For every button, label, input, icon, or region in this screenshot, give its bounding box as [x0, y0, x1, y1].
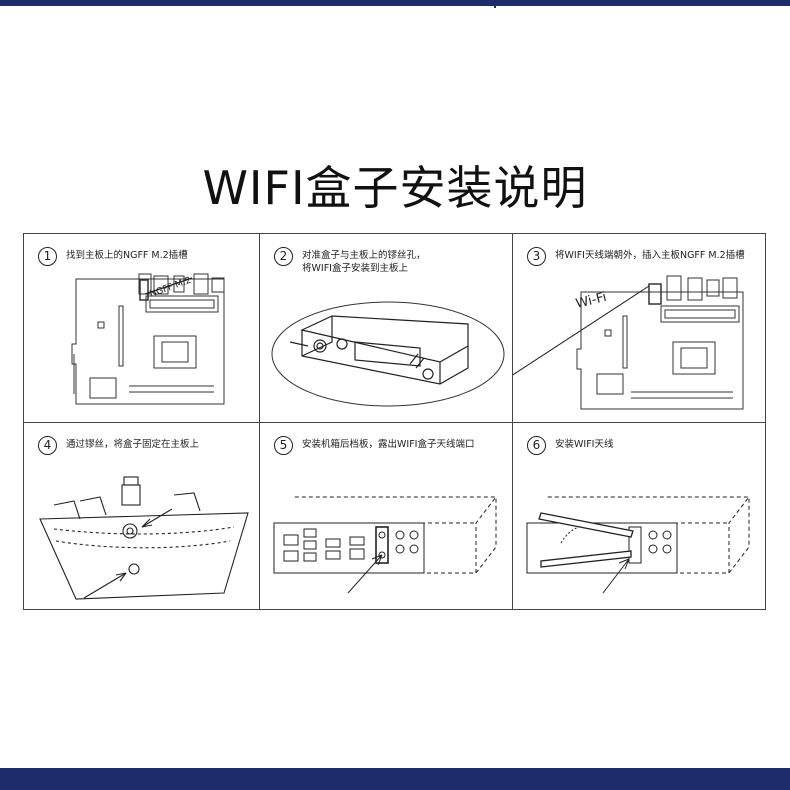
- motherboard-slot-illustration: NGFF M.2: [71, 273, 225, 405]
- step-5-panel: 5 安装机箱后档板，露出WIFI盒子天线端口: [260, 423, 512, 611]
- step-6-text: 安装WIFI天线: [555, 439, 614, 450]
- step-1-text: 找到主板上的NGFF M.2插槽: [66, 250, 188, 261]
- antenna-install-illustration: [526, 496, 750, 594]
- screw-fixing-illustration: [39, 476, 249, 600]
- step-2-caption: 2 对准盒子与主板上的镠丝孔， 将WIFI盒子安装到主板上: [274, 247, 426, 275]
- grid-divider: [24, 422, 765, 423]
- instruction-grid: NGFF M.2 1 找到主板上的NGFF M.2插槽: [23, 233, 766, 610]
- step-6-panel: 6 安装WIFI天线: [513, 423, 767, 611]
- wifi-box-illustration: [271, 301, 505, 407]
- io-shield-illustration: [273, 496, 497, 594]
- wifi-insert-illustration: Wi-Fi: [513, 275, 744, 410]
- step-1-panel: NGFF M.2 1 找到主板上的NGFF M.2插槽: [24, 234, 259, 422]
- step-6-caption: 6 安装WIFI天线: [527, 436, 613, 455]
- step-3-caption: 3 将WIFI天线端朝外，插入主板NGFF M.2插槽: [527, 247, 745, 266]
- step-2-text-line-1: 对准盒子与主板上的镠丝孔，: [302, 250, 426, 261]
- step-3-text: 将WIFI天线端朝外，插入主板NGFF M.2插槽: [555, 250, 745, 261]
- step-2-panel: 2 对准盒子与主板上的镠丝孔， 将WIFI盒子安装到主板上: [260, 234, 512, 422]
- step-1-caption: 1 找到主板上的NGFF M.2插槽: [38, 247, 188, 266]
- wifi-callout-label: Wi-Fi: [574, 290, 608, 312]
- step-1-number: 1: [38, 247, 57, 266]
- step-2-text-line-2: 将WIFI盒子安装到主板上: [302, 263, 408, 274]
- step-4-caption: 4 通过镠丝，将盒子固定在主板上: [38, 436, 199, 455]
- top-accent-tick: [494, 0, 496, 8]
- step-3-panel: Wi-Fi 3 将WIFI天线端朝外，插入主板NGFF M.2插槽: [513, 234, 767, 422]
- step-4-number: 4: [38, 436, 57, 455]
- step-5-caption: 5 安装机箱后档板，露出WIFI盒子天线端口: [274, 436, 474, 455]
- bottom-accent-bar: [0, 768, 790, 790]
- step-5-number: 5: [274, 436, 293, 455]
- page-title: WIFI盒子安装说明: [202, 161, 588, 215]
- top-accent-bar: [0, 0, 790, 6]
- grid-divider: [512, 234, 513, 609]
- step-4-panel: 4 通过镠丝，将盒子固定在主板上: [24, 423, 259, 611]
- step-5-text: 安装机箱后档板，露出WIFI盒子天线端口: [302, 439, 475, 450]
- step-3-number: 3: [527, 247, 546, 266]
- step-2-number: 2: [274, 247, 293, 266]
- step-6-number: 6: [527, 436, 546, 455]
- step-4-text: 通过镠丝，将盒子固定在主板上: [66, 439, 200, 450]
- grid-divider: [259, 234, 260, 609]
